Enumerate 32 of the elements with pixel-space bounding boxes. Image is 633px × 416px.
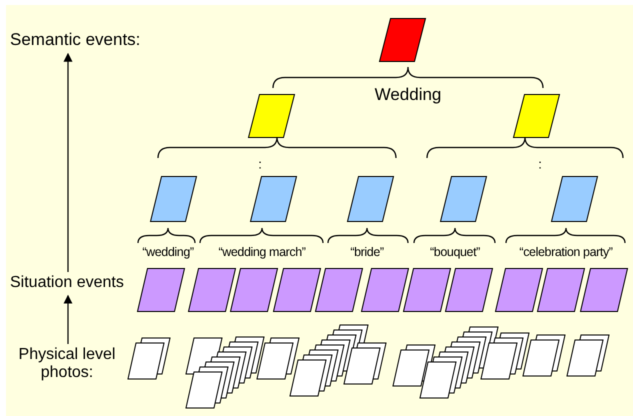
parallelogram-event-shape (551, 176, 598, 222)
parallelogram-event-shape (361, 268, 409, 312)
keyword-label: “bouquet” (430, 245, 480, 259)
ellipsis-mark: : (258, 156, 262, 172)
parallelogram-event-shape (230, 268, 278, 312)
parallelogram-event-shape (347, 176, 394, 222)
parallelogram-event-shape (150, 176, 197, 222)
arrow (64, 294, 72, 344)
keyword-label: “bride” (350, 245, 384, 259)
keyword-label: “celebration party” (519, 245, 613, 259)
parallelogram-event-shape (445, 268, 493, 312)
parallelogram-event-shape (137, 268, 185, 312)
parallelogram-event-shape (537, 268, 585, 312)
parallelogram-event-shape (248, 94, 295, 138)
level-label: Situation events (10, 274, 125, 292)
parallelogram-event-shape (250, 176, 297, 222)
parallelogram-event-shape (188, 268, 236, 312)
parallelogram-event-shape (440, 176, 487, 222)
group-label: Wedding (374, 85, 442, 105)
parallelogram-event-shape (379, 18, 426, 62)
level-label: Semantic events: (10, 31, 142, 50)
keyword-label: “wedding” (142, 245, 194, 259)
keyword-label: “wedding march” (218, 245, 306, 259)
level-label: Physical level photos: (18, 346, 116, 382)
parallelogram-event-shape (403, 268, 451, 312)
ellipsis-mark: : (538, 156, 542, 172)
parallelogram-event-shape (273, 268, 321, 312)
parallelogram-event-shape (495, 268, 543, 312)
parallelogram-event-shape (315, 268, 363, 312)
parallelogram-event-shape (513, 94, 560, 138)
parallelogram-event-shape (580, 268, 628, 312)
arrow (64, 52, 72, 272)
